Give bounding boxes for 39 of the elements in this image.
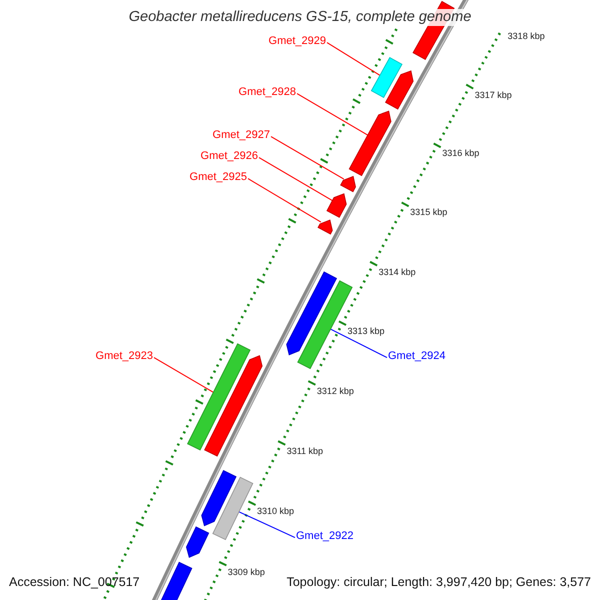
gene-feature bbox=[187, 343, 251, 451]
leader-line bbox=[258, 157, 333, 202]
leader-line bbox=[154, 357, 214, 393]
gene-label: Gmet_2925 bbox=[190, 172, 247, 183]
gene-feature bbox=[340, 176, 356, 192]
scale-label: 3313 kbp bbox=[347, 327, 385, 336]
leader-line bbox=[270, 136, 344, 180]
gene-feature bbox=[186, 526, 210, 558]
gene-feature bbox=[286, 271, 338, 356]
gene-feature bbox=[326, 193, 347, 218]
leader-line bbox=[296, 93, 368, 136]
scale-label: 3318 kbp bbox=[508, 32, 545, 42]
gene-label: Gmet_2929 bbox=[268, 36, 326, 47]
leader-line bbox=[330, 328, 388, 358]
gene-feature bbox=[201, 470, 237, 526]
gene-feature bbox=[212, 476, 254, 540]
gene-label: Gmet_2923 bbox=[96, 351, 153, 362]
gene-feature bbox=[318, 219, 333, 235]
scale-label: 3314 kbp bbox=[378, 268, 416, 277]
gene-feature bbox=[204, 355, 263, 457]
scale-label: 3310 kbp bbox=[257, 507, 294, 516]
scale-label: 3311 kbp bbox=[286, 446, 324, 456]
scale-label: 3317 kbp bbox=[474, 90, 512, 100]
leader-line bbox=[326, 42, 380, 76]
gene-label: Gmet_2924 bbox=[388, 351, 446, 362]
scale-label: 3315 kbp bbox=[410, 208, 448, 218]
gene-label: Gmet_2927 bbox=[212, 130, 270, 141]
gene-feature bbox=[384, 70, 414, 110]
scale-label: 3309 kbp bbox=[228, 568, 265, 577]
gene-feature bbox=[348, 110, 392, 176]
scale-label: 3312 kbp bbox=[316, 386, 354, 396]
gene-label: Gmet_2928 bbox=[238, 87, 296, 98]
gene-feature bbox=[370, 56, 403, 98]
scale-label: 3316 kbp bbox=[442, 149, 480, 158]
genome-info-text: Topology: circular; Length: 3,997,420 bp; Genes: 3,577 bbox=[286, 576, 591, 588]
gene-label: Gmet_2922 bbox=[296, 531, 354, 542]
gene-label: Gmet_2926 bbox=[200, 151, 258, 162]
leader-line bbox=[248, 178, 322, 223]
leader-line bbox=[238, 511, 296, 538]
